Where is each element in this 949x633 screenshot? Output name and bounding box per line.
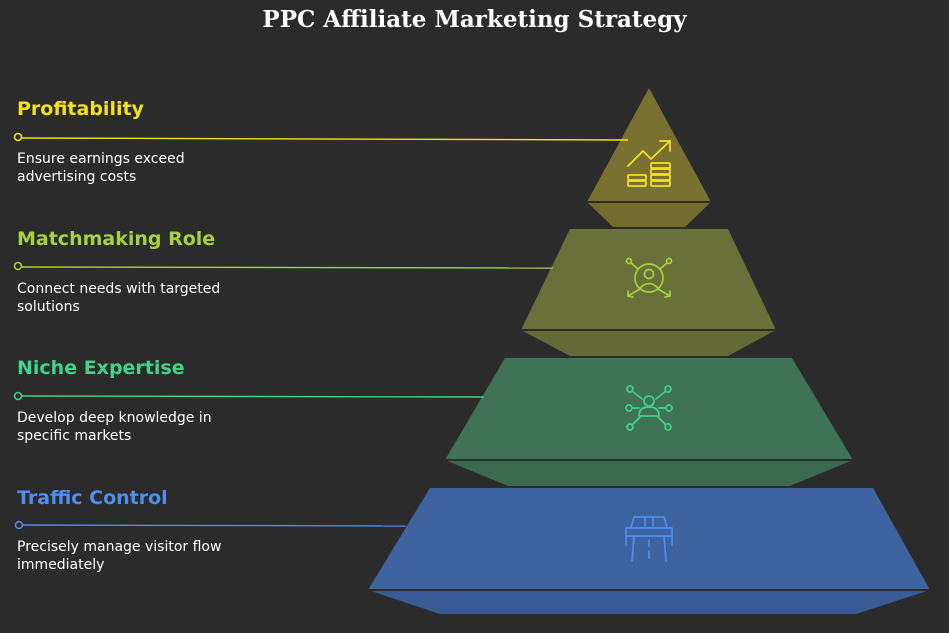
heading-niche-expertise: Niche Expertise [17,357,185,379]
expert-network-icon [625,385,673,431]
description-profitability: Ensure earnings exceed advertising costs [17,151,185,185]
person-network-icon [625,257,673,298]
pyramid-tier-matchmaking-role [521,229,776,356]
description-matchmaking-role: Connect needs with targeted solutions [17,281,221,315]
road-gate-icon [625,516,673,562]
connector-niche-expertise [13,391,485,401]
trending-coins-icon [627,140,671,187]
pyramid-tier-profitability [587,88,711,227]
heading-profitability: Profitability [17,98,144,120]
connector-matchmaking-role [13,261,554,271]
pyramid-tier-traffic-control [368,488,930,614]
pyramid-tier-niche-expertise [445,358,853,486]
diagram-title: PPC Affiliate Marketing Strategy [262,6,687,33]
connector-profitability [13,132,629,142]
heading-matchmaking-role: Matchmaking Role [17,228,216,250]
description-niche-expertise: Develop deep knowledge in specific marke… [17,410,212,444]
connector-traffic-control [14,520,407,530]
description-traffic-control: Precisely manage visitor flow immediatel… [17,539,222,573]
heading-traffic-control: Traffic Control [17,487,168,509]
